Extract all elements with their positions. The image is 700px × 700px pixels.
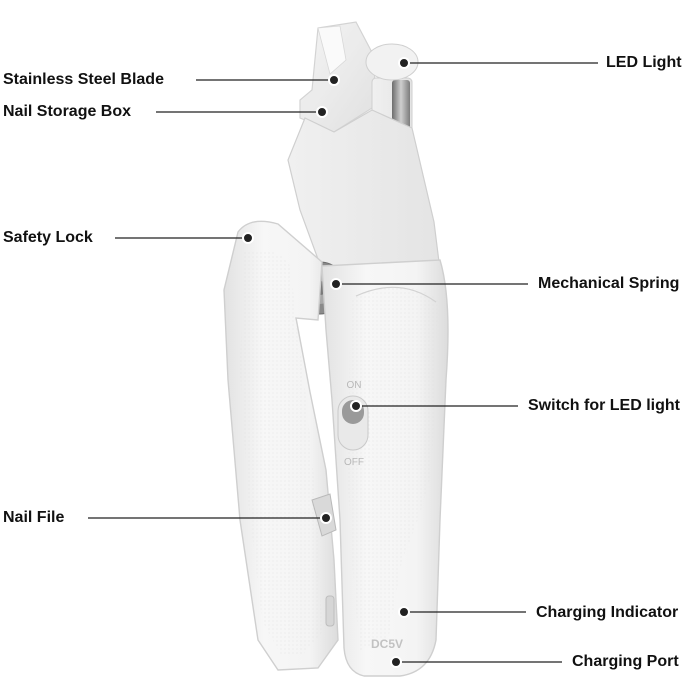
label-safety-lock: Safety Lock xyxy=(3,229,93,246)
switch-off-marking: OFF xyxy=(344,457,364,468)
label-nail-storage-box: Nail Storage Box xyxy=(3,103,132,120)
label-mechanical-spring: Mechanical Spring xyxy=(538,275,680,292)
leader-lines xyxy=(88,62,598,663)
port-marking: DC5V xyxy=(371,637,403,651)
switch-on-marking: ON xyxy=(347,380,362,391)
label-nail-file: Nail File xyxy=(3,509,65,526)
label-stainless-steel-blade: Stainless Steel Blade xyxy=(3,71,164,88)
nail-clipper-device: ON OFF DC5V xyxy=(223,21,449,677)
led-lamp xyxy=(365,43,419,81)
label-charging-indicator: Charging Indicator xyxy=(536,604,679,621)
leader-dots xyxy=(242,57,410,668)
clipper-neck xyxy=(287,109,441,271)
label-charging-port: Charging Port xyxy=(572,653,679,670)
label-led-light: LED Light xyxy=(606,54,682,71)
label-switch-for-led-light: Switch for LED light xyxy=(528,397,680,414)
